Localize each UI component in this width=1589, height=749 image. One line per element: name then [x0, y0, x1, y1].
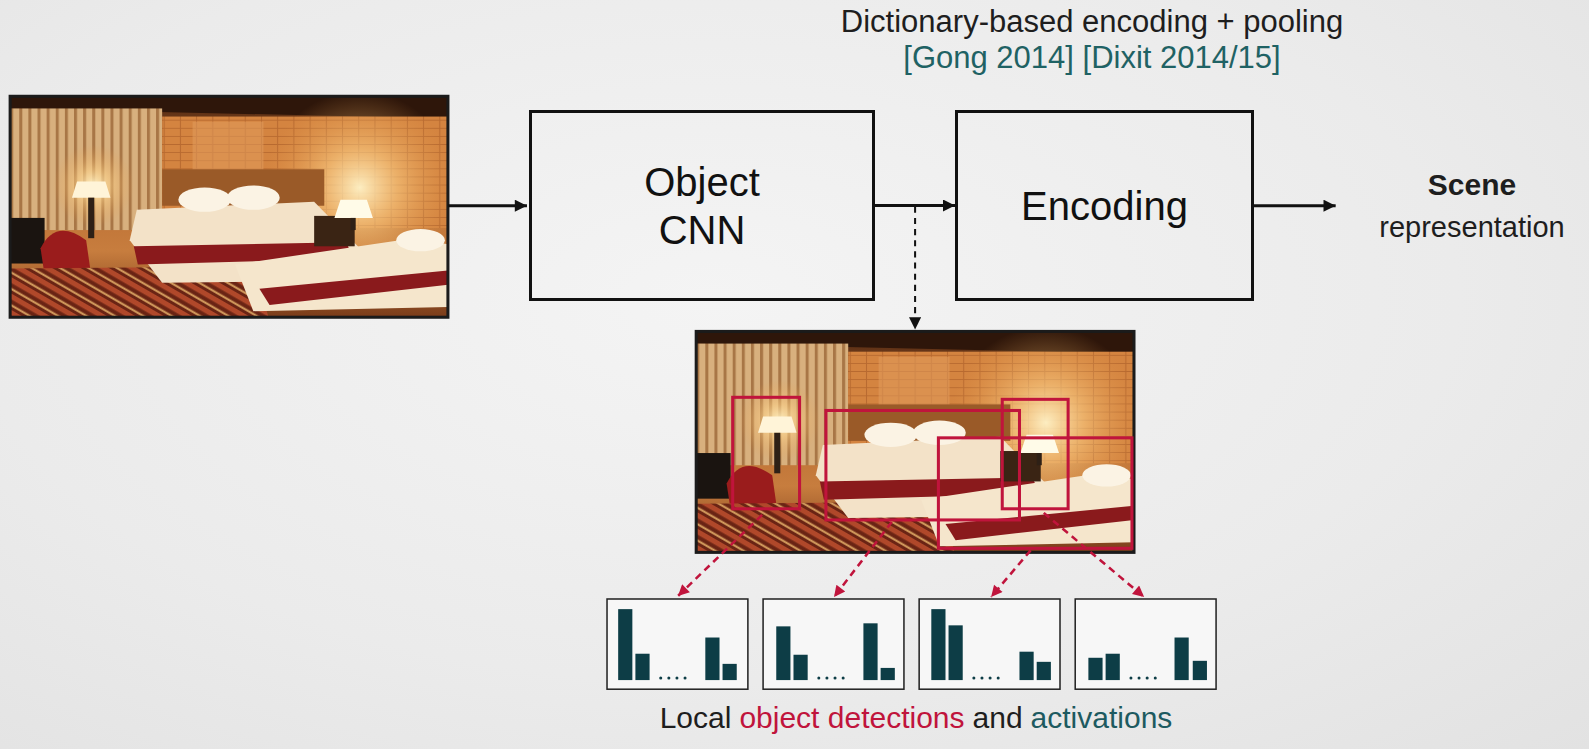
box-label: Encoding: [1021, 182, 1188, 230]
histograms: [607, 599, 1216, 689]
caption-word: Local: [660, 700, 732, 736]
caption-word: activations: [1031, 700, 1173, 736]
detection-box: [826, 410, 1020, 519]
histogram: [1075, 599, 1216, 689]
process-box: Encoding: [955, 110, 1254, 301]
leader-arrow: [834, 522, 892, 597]
process-box: Object CNN: [529, 110, 875, 301]
histogram: [763, 599, 904, 689]
detection-box: [733, 397, 800, 508]
output-label: representation: [1379, 206, 1564, 248]
caption-word: and: [973, 700, 1023, 736]
bedroom-photo: [10, 91, 456, 317]
dashed-arrow: [914, 207, 916, 330]
box-label: Object CNN: [607, 158, 797, 254]
detection-box: [1002, 399, 1068, 508]
bedroom-photo-detections: [696, 326, 1142, 552]
detection-box: [938, 438, 1132, 548]
annotation-text: Dictionary-based encoding + pooling: [841, 4, 1343, 40]
leader-arrow: [678, 515, 762, 596]
histogram: [919, 599, 1060, 689]
histogram: [607, 599, 748, 689]
flow-arrow: [875, 204, 955, 207]
leader-arrows: [678, 513, 1144, 597]
leader-arrow: [991, 550, 1031, 597]
detection-boxes: [733, 397, 1132, 548]
input-arrow: [448, 204, 527, 207]
leader-arrow: [1044, 513, 1144, 597]
output-label: Scene: [1428, 164, 1516, 206]
caption-word: object detections: [739, 700, 964, 736]
citation-text: [Gong 2014] [Dixit 2014/15]: [903, 40, 1280, 76]
output-arrow: [1254, 204, 1336, 207]
